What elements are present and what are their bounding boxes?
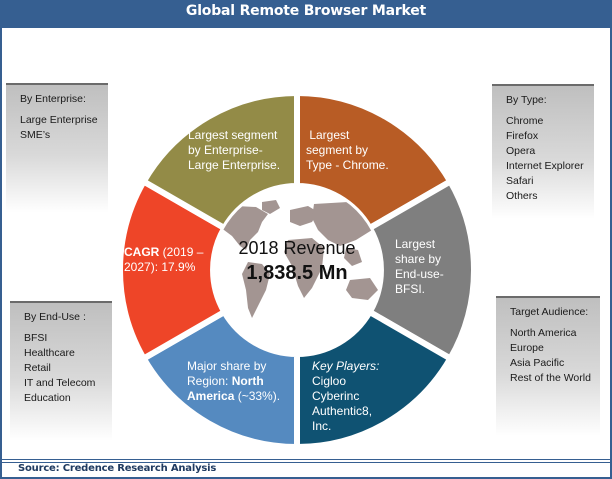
target-audience-box: Target Audience: North America Europe As… <box>496 296 600 436</box>
page-title: Global Remote Browser Market <box>0 0 612 28</box>
segment-cagr <box>117 177 229 363</box>
by-enterprise-box: By Enterprise: Large Enterprise SME’s <box>6 83 108 213</box>
source-note: Source: Credence Research Analysis <box>18 463 217 474</box>
by-end-use-box: By End-Use : BFSI Healthcare Retail IT a… <box>10 301 112 441</box>
segment-end-use-text: Largest share by End-use- BFSI. <box>395 237 444 296</box>
segment-cagr-text: CAGR (2019 – 2027): 17.9% <box>124 245 204 274</box>
segment-type <box>294 89 455 233</box>
by-type-box: By Type: Chrome Firefox Opera Internet E… <box>492 84 594 219</box>
segment-region-text: Major share by Region: North America (~3… <box>187 359 281 403</box>
segment-enterprise-text: Largest segment by Enterprise- Large Ent… <box>188 128 281 172</box>
footer-divider <box>0 459 612 463</box>
revenue-label: 2018 Revenue <box>238 238 356 258</box>
world-map-icon <box>216 200 381 318</box>
segment-region <box>139 307 300 451</box>
segment-type-text: Largest segment by Type - Chrome. <box>306 128 389 172</box>
revenue-value: 1,838.5 Mn <box>246 262 348 284</box>
segment-key-players <box>294 307 455 451</box>
segment-key-players-text: Key Players: Cigloo Cyberinc Authentic8,… <box>312 359 380 433</box>
segment-end-use <box>365 177 477 363</box>
